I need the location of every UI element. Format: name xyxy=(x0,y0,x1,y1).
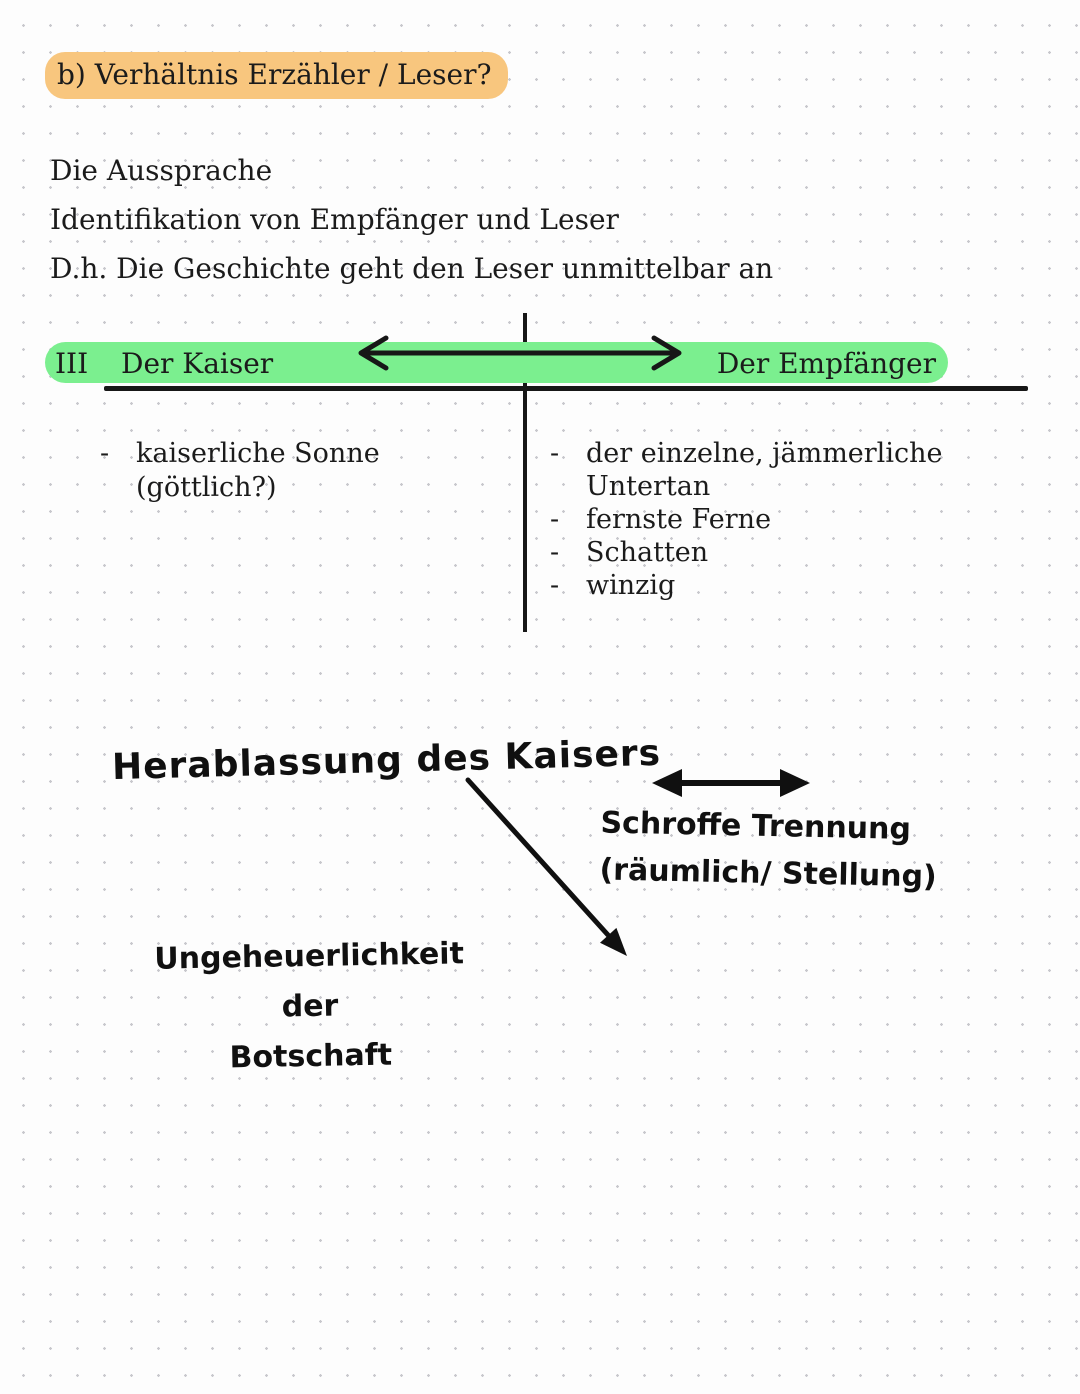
intro-line: D.h. Die Geschichte geht den Leser unmit… xyxy=(50,252,774,285)
page-heading: b) Verhältnis Erzähler / Leser? xyxy=(45,52,508,99)
double-arrow-icon xyxy=(652,769,810,797)
list-item: - winzig xyxy=(550,569,1010,602)
intro-block: Die Aussprache Identifikation von Empfän… xyxy=(50,146,773,293)
bullet-dash: - xyxy=(550,537,560,568)
empfaenger-column: - der einzelne, jämmerliche Untertan - f… xyxy=(550,437,1010,602)
list-item: - der einzelne, jämmerliche Untertan xyxy=(550,437,1010,503)
header-underline xyxy=(104,386,1028,391)
handwritten-ungeheuerlichkeit: Ungeheuerlichkeit der Botschaft xyxy=(154,936,465,1076)
handwritten-schroffe-trennung: Schroffe Trennung (räumlich/ Stellung) xyxy=(599,805,938,895)
table-divider-line xyxy=(523,313,527,632)
list-item: - Schatten xyxy=(550,536,1010,569)
column-header-empfaenger: Der Empfänger xyxy=(716,347,936,380)
list-item: - fernste Ferne xyxy=(550,503,1010,536)
bidirectional-arrow-icon xyxy=(358,335,682,371)
list-item-text: Schatten xyxy=(586,537,709,568)
section-numeral: III xyxy=(55,347,89,380)
list-item-text: fernste Ferne xyxy=(586,504,772,535)
diagonal-arrow-icon xyxy=(465,777,627,956)
bullet-dash: - xyxy=(100,438,110,469)
intro-line: Identifikation von Empfänger und Leser xyxy=(50,203,619,236)
bullet-dash: - xyxy=(550,504,560,535)
list-item-text: kaiserliche Sonne (göttlich?) xyxy=(136,438,380,503)
list-item-text: winzig xyxy=(586,570,676,601)
list-item-text: der einzelne, jämmerliche Untertan xyxy=(586,438,943,502)
kaiser-column: - kaiserliche Sonne (göttlich?) xyxy=(100,437,500,505)
list-item: - kaiserliche Sonne (göttlich?) xyxy=(100,437,500,505)
section-header-highlight: III Der Kaiser Der Empfänger xyxy=(45,342,948,383)
intro-line: Die Aussprache xyxy=(50,154,273,187)
bullet-dash: - xyxy=(550,570,560,601)
bullet-dash: - xyxy=(550,438,560,469)
column-header-kaiser: Der Kaiser xyxy=(121,347,274,380)
